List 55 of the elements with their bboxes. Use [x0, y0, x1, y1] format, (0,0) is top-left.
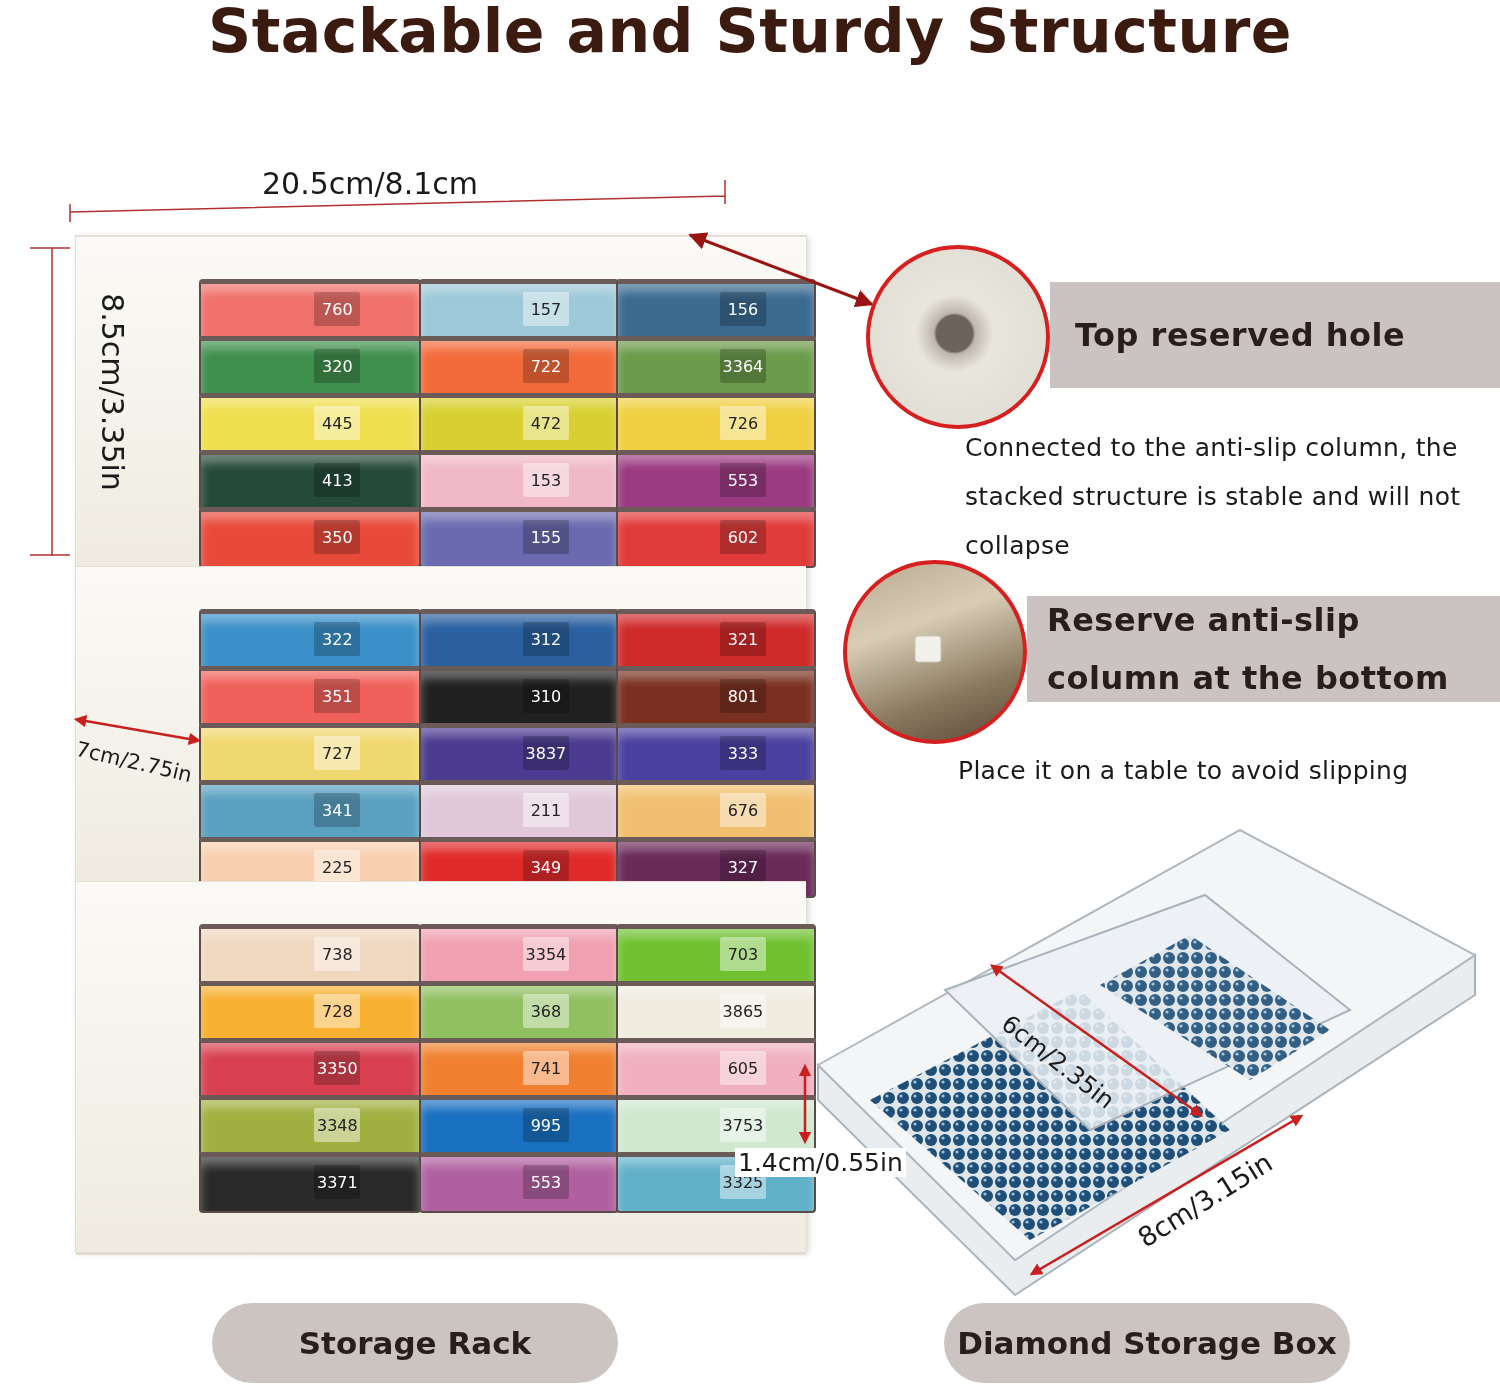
color-number: 350: [314, 520, 361, 554]
color-number: 320: [314, 349, 361, 383]
feature-title: Reserve anti-slip column at the bottom: [1047, 600, 1450, 699]
color-number: 722: [522, 349, 569, 383]
feature-title: Top reserved hole: [1075, 315, 1406, 356]
color-number: 321: [719, 622, 766, 656]
caption-pill: Diamond Storage Box: [944, 1303, 1350, 1383]
color-number: 3837: [522, 736, 569, 770]
color-number: 728: [314, 994, 361, 1028]
color-number: 741: [522, 1051, 569, 1085]
color-number: 738: [314, 937, 361, 971]
color-number: 801: [719, 679, 766, 713]
color-number: 341: [314, 793, 361, 827]
color-number: 676: [719, 793, 766, 827]
color-number: 413: [314, 463, 361, 497]
color-number: 368: [522, 994, 569, 1028]
color-number: 3348: [314, 1108, 361, 1142]
color-number: 310: [522, 679, 569, 713]
color-number: 3753: [719, 1108, 766, 1142]
color-number: 726: [719, 406, 766, 440]
color-number: 333: [719, 736, 766, 770]
color-number: 995: [522, 1108, 569, 1142]
caption-band: [1027, 596, 1500, 702]
color-number: 349: [522, 850, 569, 884]
arrow: [688, 232, 874, 307]
color-number: 153: [522, 463, 569, 497]
color-number: 472: [522, 406, 569, 440]
color-number: 445: [314, 406, 361, 440]
feature-description: Connected to the anti-slip column, the stacked structure is stable and will not collapse: [965, 432, 1462, 562]
color-number: 3364: [719, 349, 766, 383]
caption-pill: Storage Rack: [212, 1303, 618, 1383]
color-number: 225: [314, 850, 361, 884]
color-number: 553: [719, 463, 766, 497]
color-number: 211: [522, 793, 569, 827]
feature-description: Place it on a table to avoid slipping: [958, 755, 1410, 787]
color-number: 157: [522, 292, 569, 326]
color-number: 3354: [522, 937, 569, 971]
color-number: 760: [314, 292, 361, 326]
color-number: 703: [719, 937, 766, 971]
color-number: 605: [719, 1051, 766, 1085]
color-number: 602: [719, 520, 766, 554]
color-number: 155: [522, 520, 569, 554]
color-number: 351: [314, 679, 361, 713]
dimension-label: 20.5cm/8.1cm: [262, 166, 479, 201]
caption-band: [1050, 282, 1500, 388]
color-number: 322: [314, 622, 361, 656]
color-number: 553: [522, 1165, 569, 1199]
dimension-label: 8.5cm/3.35in: [94, 293, 130, 491]
color-number: 727: [314, 736, 361, 770]
color-number: 3865: [719, 994, 766, 1028]
color-number: 156: [719, 292, 766, 326]
color-number: 3350: [314, 1051, 361, 1085]
color-number: 312: [522, 622, 569, 656]
color-number: 3371: [314, 1165, 361, 1199]
color-number: 327: [719, 850, 766, 884]
